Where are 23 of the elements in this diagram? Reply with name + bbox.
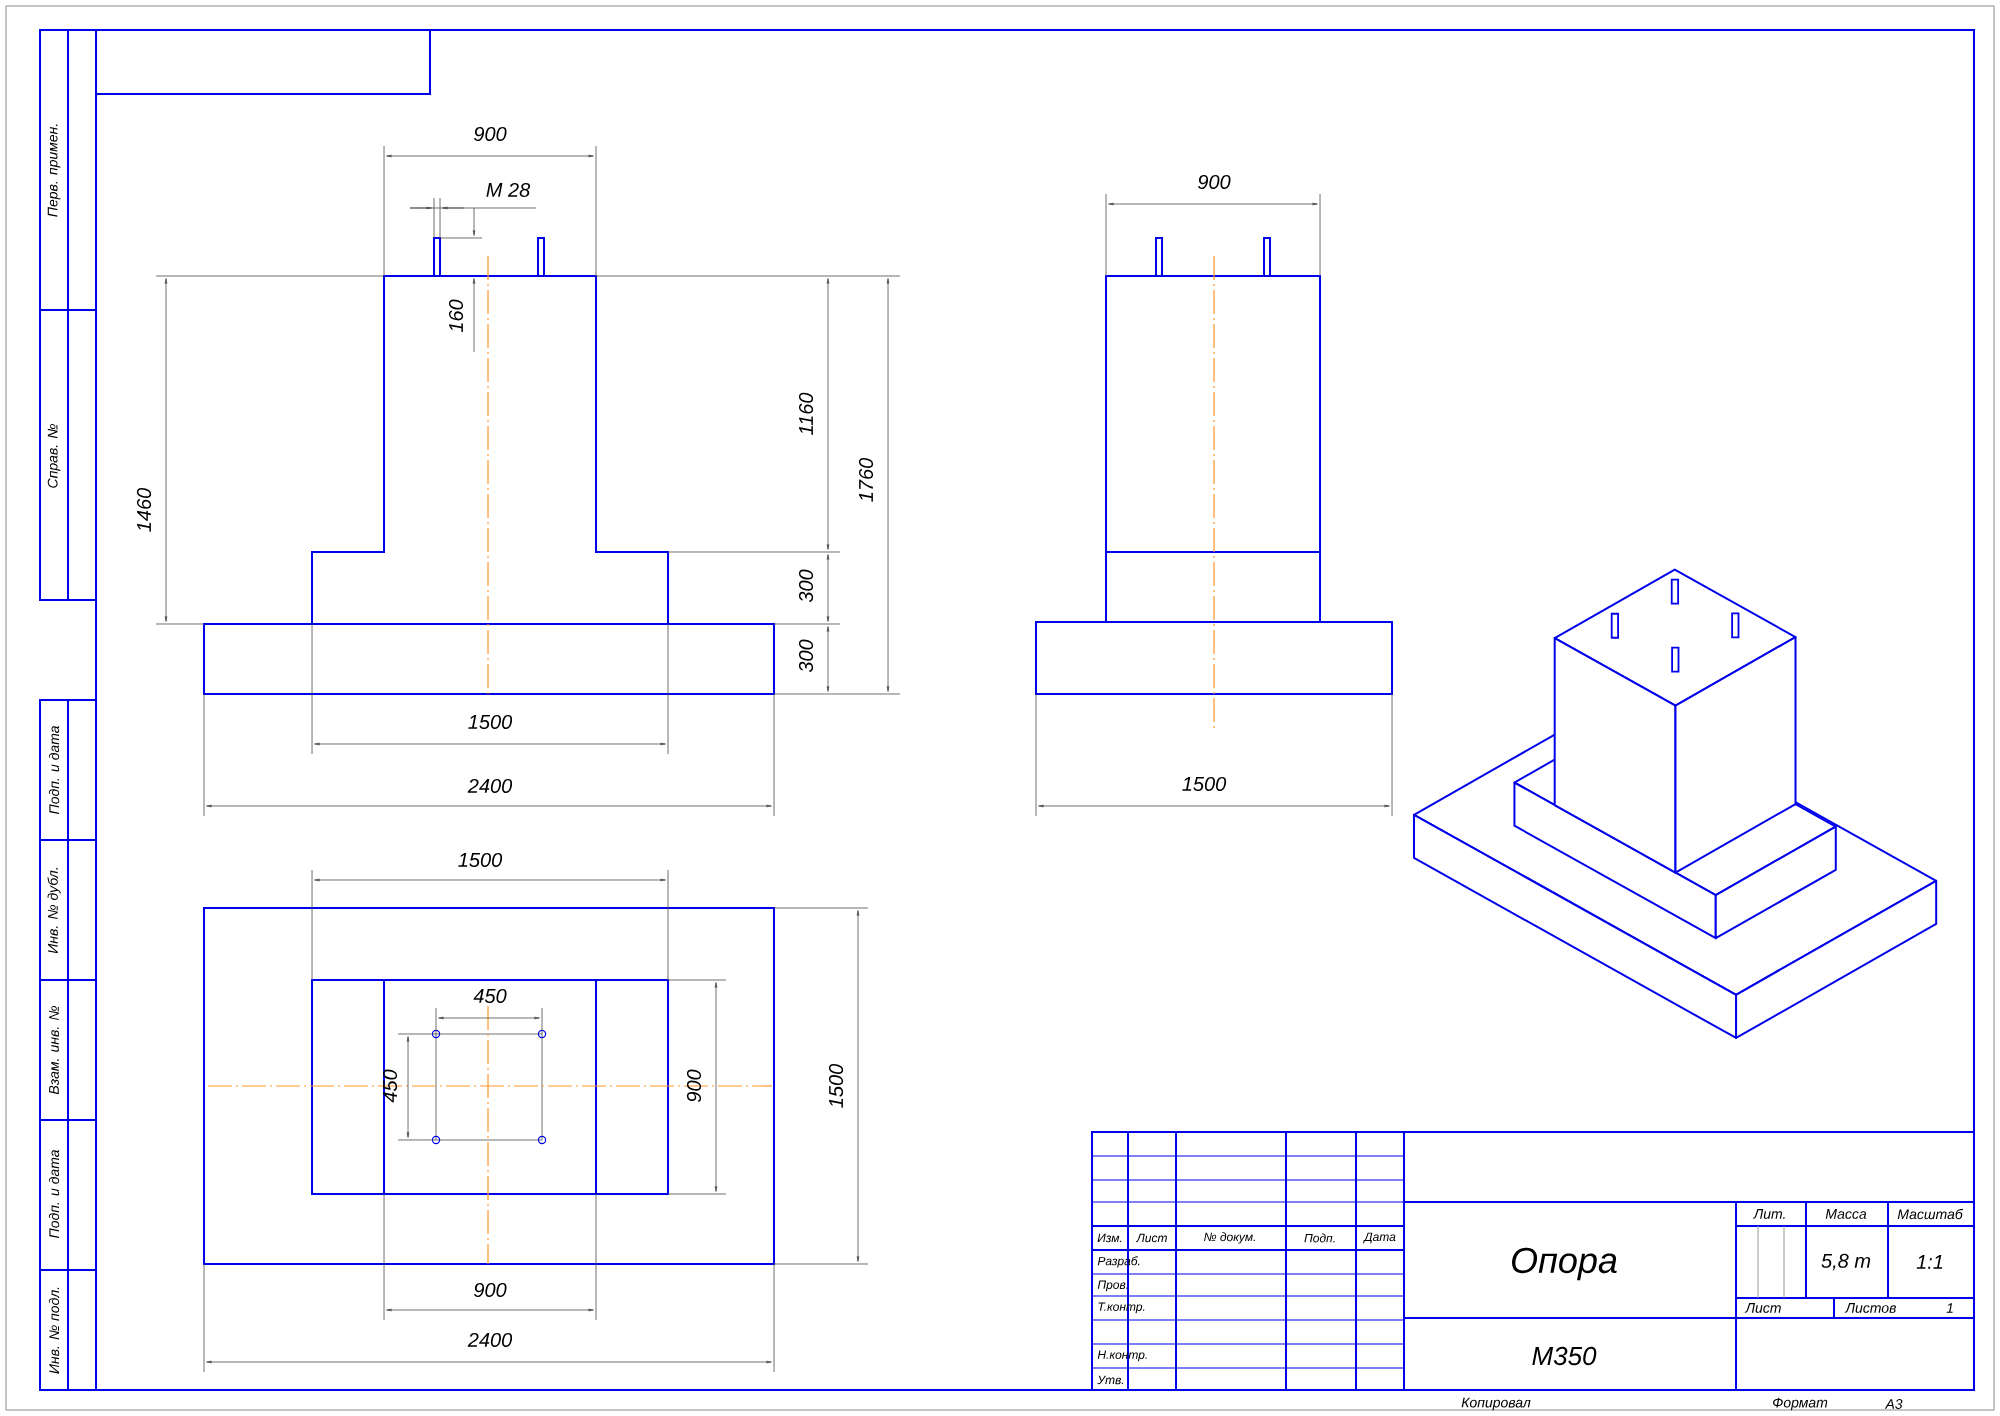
mass-value: 5,8 т — [1821, 1253, 1871, 1271]
dimension-value: 450 — [382, 1069, 398, 1103]
dimension-value: 300 — [798, 639, 814, 673]
dimension-value: 1760 — [858, 457, 874, 502]
dimension-value: 1500 — [468, 714, 513, 730]
scale-value: 1:1 — [1916, 1255, 1943, 1269]
dimension-value: 2400 — [467, 778, 513, 794]
dimension-value: 1160 — [798, 392, 814, 435]
thread-label: M 28 — [486, 182, 531, 198]
dimension-value: 1500 — [828, 1063, 844, 1108]
dimension-value: 300 — [798, 569, 814, 603]
dimension-value: 1460 — [136, 487, 152, 532]
dimension-value: 1500 — [1182, 776, 1227, 792]
dimension-value: 450 — [473, 988, 507, 1004]
dimension-value: 900 — [474, 1282, 507, 1298]
dimension-value: 160 — [448, 299, 464, 333]
dimension-value: 900 — [1198, 174, 1231, 190]
dimension-value: 2400 — [467, 1332, 513, 1348]
material-grade: М350 — [1532, 1346, 1597, 1366]
part-name: Опора — [1512, 1247, 1617, 1281]
dimension-value: 900 — [686, 1069, 702, 1102]
dimension-value: 900 — [474, 126, 507, 142]
dimension-value: 1500 — [458, 852, 503, 868]
